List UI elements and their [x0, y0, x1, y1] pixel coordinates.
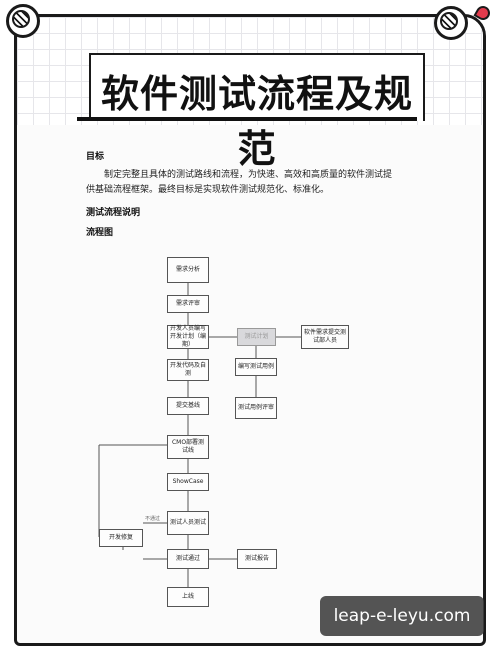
flow-heading: 流程图	[86, 228, 114, 238]
process-heading: 测试流程说明	[86, 208, 141, 218]
flow-step-5: 提交基线	[167, 397, 209, 415]
goal-text-line1: 制定完整且具体的测试路线和流程，为快速、高效和高质量的软件测试提	[104, 170, 393, 180]
flow-step-10: 上线	[167, 587, 209, 607]
flow-step-6: CMO部署测试线	[167, 435, 209, 459]
requirement-submit-box: 软件需求提交测试部人员	[301, 325, 349, 349]
corner-decoration-left	[6, 4, 40, 38]
flowchart-connectors	[98, 283, 301, 587]
document-card: 软件测试流程及规范 目标 制定完整且具体的测试路线和流程，为快速、高效和高质量的…	[14, 14, 486, 646]
test-plan-box: 测试计划	[237, 328, 276, 346]
title-banner: 软件测试流程及规范	[89, 53, 425, 171]
corner-stripes-left	[12, 10, 30, 28]
flow-step-4: 开发代码及自测	[167, 359, 209, 381]
page-title: 软件测试流程及规范	[100, 72, 413, 171]
goal-heading: 目标	[86, 152, 105, 162]
write-testcase-box: 编写测试用例	[235, 358, 277, 376]
flow-step-3: 开发人员编写开发计划（编期）	[167, 325, 209, 349]
flow-step-9: 测试通过	[167, 549, 209, 569]
title-underline	[77, 117, 417, 121]
goal-text-line2: 供基础流程框架。最终目标是实现软件测试规范化、标准化。	[86, 185, 330, 195]
flow-step-7: ShowCase	[167, 473, 209, 491]
test-report-box: 测试报告	[237, 549, 277, 569]
watermark: leap-e-leyu.com	[320, 596, 484, 636]
flow-step-2: 需求评审	[167, 295, 209, 313]
dev-fix-box: 开发修复	[99, 529, 143, 547]
corner-stripes-right	[440, 12, 458, 30]
fail-label: 不通过	[145, 516, 161, 522]
testcase-review-box: 测试用例评审	[235, 397, 277, 419]
flow-step-1: 需求分析	[167, 257, 209, 283]
flow-step-8: 测试人员测试	[167, 511, 209, 535]
